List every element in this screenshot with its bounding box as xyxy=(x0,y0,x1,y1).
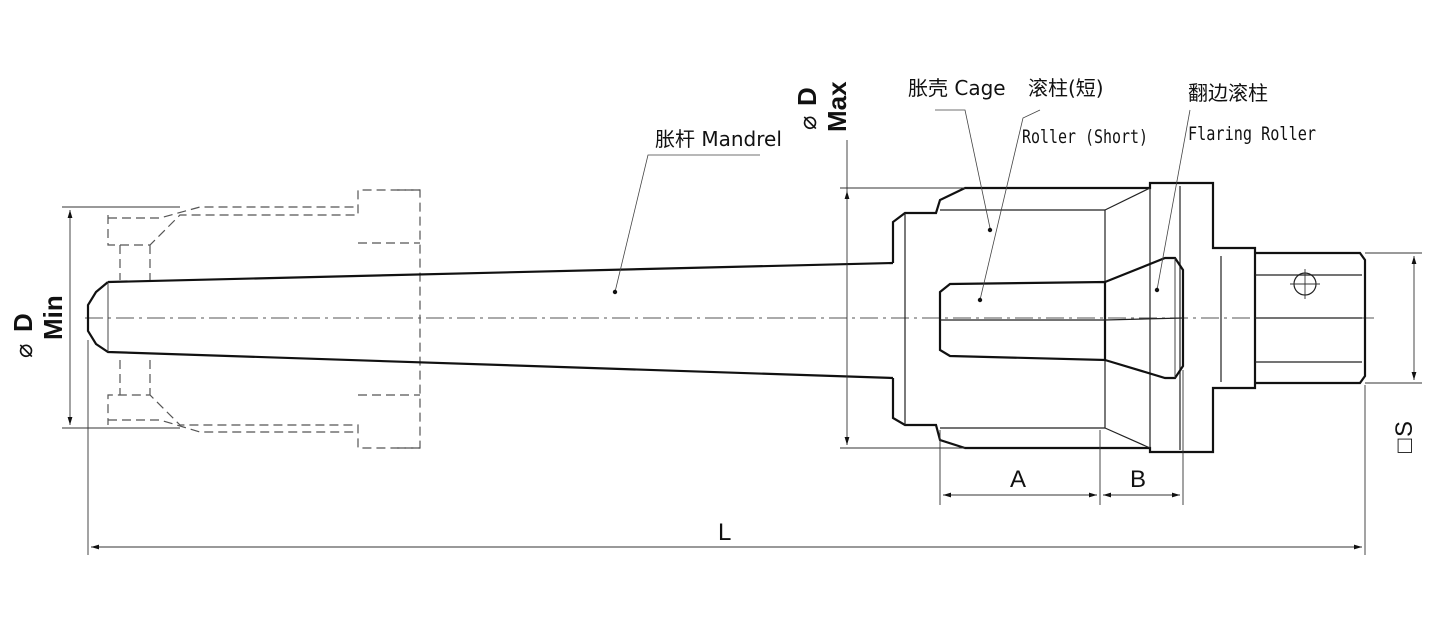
d-max-text: ⌀ D Max xyxy=(792,81,852,132)
dim-a-label: A xyxy=(1010,466,1026,493)
flaring-roller xyxy=(1104,256,1185,380)
dim-a-b xyxy=(939,370,1184,505)
dim-d-max xyxy=(840,140,965,449)
phantom-tube xyxy=(107,189,421,449)
dim-l xyxy=(87,340,1366,555)
svg-text:□: □ xyxy=(1391,438,1418,453)
flaring-roller-label-cn: 翻边滚柱 xyxy=(1188,81,1268,105)
flaring-roller-label-en: Flaring Roller xyxy=(1188,123,1316,145)
cage-body xyxy=(891,181,1257,454)
mandrel xyxy=(86,261,894,380)
svg-text:⌀: ⌀ xyxy=(795,116,822,130)
svg-text:⌀: ⌀ xyxy=(11,344,38,358)
svg-text:D: D xyxy=(792,87,822,106)
roller-short-label-en: Roller (Short) xyxy=(1022,126,1148,148)
dim-s xyxy=(1365,252,1422,384)
roller-short-label-cn: 滚柱(短) xyxy=(1028,76,1104,100)
svg-text:Min: Min xyxy=(38,295,68,340)
leaders xyxy=(612,109,1191,303)
svg-text:Max: Max xyxy=(822,81,852,132)
cage-label: 胀壳 Cage xyxy=(908,76,1006,100)
dim-l-label: L xyxy=(718,519,731,546)
svg-text:D: D xyxy=(8,313,38,332)
d-min-text: ⌀ D Min xyxy=(8,295,68,358)
dim-d-min xyxy=(62,206,180,429)
dim-b-label: B xyxy=(1130,466,1146,493)
square-drive xyxy=(1255,251,1367,385)
svg-text:S: S xyxy=(1391,421,1418,437)
s-text: □ S xyxy=(1391,421,1418,453)
roller-short xyxy=(938,280,1107,362)
mandrel-label: 胀杆 Mandrel xyxy=(655,127,782,151)
